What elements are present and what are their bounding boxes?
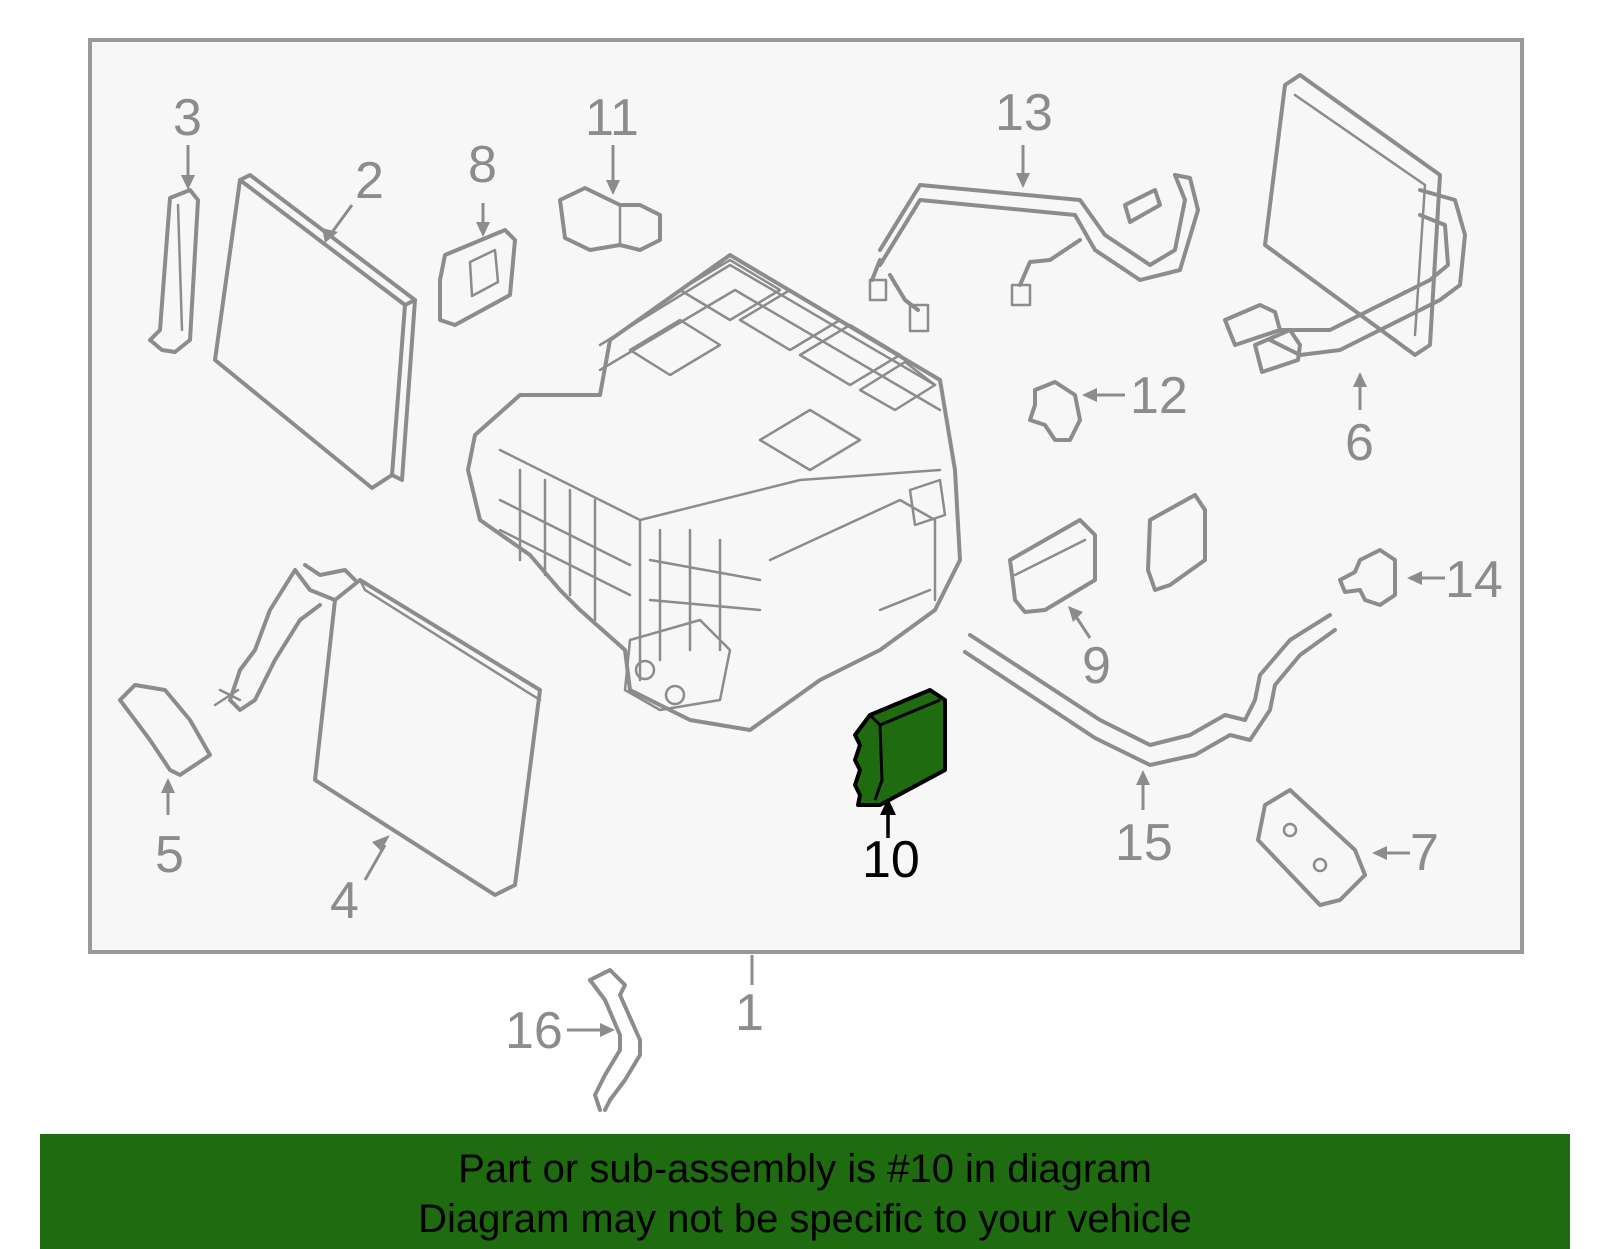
part-3-bracket[interactable] xyxy=(148,188,200,354)
assembly-frame xyxy=(88,38,1524,954)
part-8-actuator[interactable] xyxy=(438,228,517,327)
part-9-module[interactable] xyxy=(1008,518,1097,614)
part-16-pipe[interactable] xyxy=(588,968,642,1112)
part-12-sensor[interactable] xyxy=(1028,380,1082,442)
callout-2[interactable]: 2 xyxy=(355,152,384,210)
callout-10-highlighted[interactable]: 10 xyxy=(862,831,920,889)
callout-15[interactable]: 15 xyxy=(1115,814,1173,872)
parts-diagram: 1 2 3 4 5 6 7 8 9 10 11 12 13 14 15 16 xyxy=(88,38,1524,1112)
part-10-module-highlighted[interactable] xyxy=(853,688,947,807)
callout-11[interactable]: 11 xyxy=(585,89,639,147)
callout-5[interactable]: 5 xyxy=(155,826,184,884)
part-4-evaporator[interactable] xyxy=(213,563,542,897)
banner-line-disclaimer: Diagram may not be specific to your vehi… xyxy=(418,1197,1192,1241)
part-bracket-9b[interactable] xyxy=(1146,493,1207,592)
part-7-seal[interactable] xyxy=(1256,788,1367,907)
part-6-heater-core[interactable] xyxy=(1223,73,1467,374)
callout-8[interactable]: 8 xyxy=(468,136,497,194)
callout-7[interactable]: 7 xyxy=(1410,824,1439,882)
part-11-sensor[interactable] xyxy=(558,186,662,252)
part-2-cabin-filter[interactable] xyxy=(213,173,417,490)
callout-4[interactable]: 4 xyxy=(330,872,359,930)
callout-3[interactable]: 3 xyxy=(173,89,202,147)
callout-13[interactable]: 13 xyxy=(995,84,1053,142)
callout-1[interactable]: 1 xyxy=(735,984,764,1042)
callout-16[interactable]: 16 xyxy=(505,1002,563,1060)
part-5-block[interactable] xyxy=(118,683,212,777)
callout-12[interactable]: 12 xyxy=(1130,367,1188,425)
leader-lines xyxy=(161,145,1445,1037)
part-1-hvac-housing[interactable] xyxy=(466,253,962,732)
banner-line-part-number: Part or sub-assembly is #10 in diagram xyxy=(458,1147,1152,1191)
callout-9[interactable]: 9 xyxy=(1082,637,1111,695)
callout-14[interactable]: 14 xyxy=(1445,551,1503,609)
callout-6[interactable]: 6 xyxy=(1345,414,1374,472)
info-banner: Part or sub-assembly is #10 in diagram D… xyxy=(40,1134,1570,1249)
part-13-wiring-harness[interactable] xyxy=(868,173,1200,333)
part-15-hose[interactable] xyxy=(963,613,1337,767)
part-14-connector[interactable] xyxy=(1338,548,1397,607)
